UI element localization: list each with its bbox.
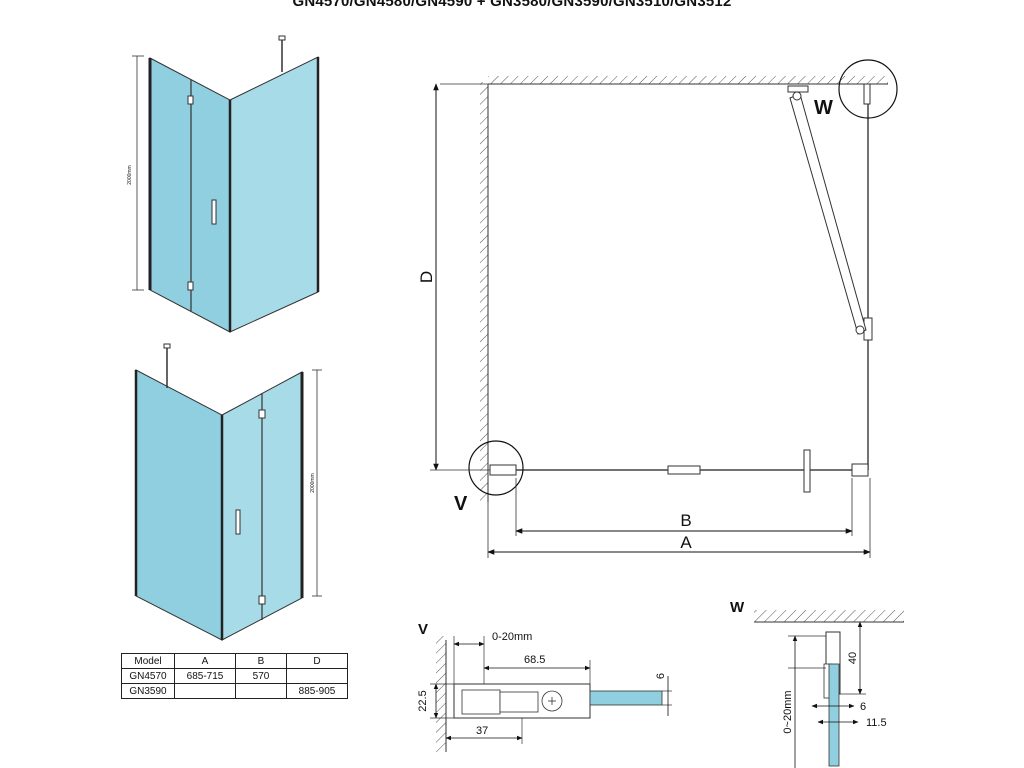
detail-v-glass-label: 6 xyxy=(655,673,667,679)
elevation-view-front: 2000mm xyxy=(127,35,320,333)
detail-v-title: V xyxy=(418,621,428,638)
detail-v-depth-label: 37 xyxy=(476,725,488,737)
table-cell: GN4570 xyxy=(121,668,175,684)
table-cell xyxy=(235,683,287,699)
detail-v-range-label: 0-20mm xyxy=(492,631,532,643)
table-header-cell: Model xyxy=(121,653,175,669)
table-cell xyxy=(286,668,348,684)
table-header-cell: A xyxy=(174,653,236,669)
elevation-view-rear: 2000mm xyxy=(134,343,322,641)
table-cell: 885-905 xyxy=(286,683,348,699)
plan-view: D B A V W xyxy=(417,59,898,558)
detail-w-callout: W xyxy=(814,97,833,119)
detail-w-offset-label: 11.5 xyxy=(866,717,887,729)
dimension-a-label: A xyxy=(680,533,692,552)
table-cell: GN3590 xyxy=(121,683,175,699)
page-title: GN4570/GN4580/GN4590 + GN3580/GN3590/GN3… xyxy=(292,0,732,10)
model-table: Model A B D GN4570 685-715 570 GN3590 88… xyxy=(121,653,348,699)
detail-v-width-label: 68.5 xyxy=(524,654,545,666)
table-header-row: Model A B D xyxy=(121,653,348,669)
table-cell: 685-715 xyxy=(174,668,236,684)
detail-v-height-label: 22.5 xyxy=(417,690,429,711)
elevation-height-label: 2000mm xyxy=(127,165,133,184)
detail-v-view: V 0-20mm 68.5 6 22.5 37 xyxy=(417,621,672,752)
detail-v-callout: V xyxy=(454,493,468,515)
table-header-cell: B xyxy=(235,653,287,669)
table-cell xyxy=(174,683,236,699)
table-row: GN3590 885-905 xyxy=(121,683,348,699)
detail-w-view: W 40 0~20mm 6 11.5 xyxy=(730,599,904,768)
table-row: GN4570 685-715 570 xyxy=(121,668,348,684)
dimension-d-label: D xyxy=(417,271,436,283)
detail-w-title: W xyxy=(730,599,745,616)
table-header-cell: D xyxy=(286,653,348,669)
elevation-height-label: 2000mm xyxy=(310,473,316,492)
table-cell: 570 xyxy=(235,668,287,684)
detail-w-range-label: 0~20mm xyxy=(782,690,794,733)
detail-w-drop-label: 40 xyxy=(847,652,859,664)
detail-w-glass-label: 6 xyxy=(860,701,866,713)
dimension-b-label: B xyxy=(680,511,691,530)
